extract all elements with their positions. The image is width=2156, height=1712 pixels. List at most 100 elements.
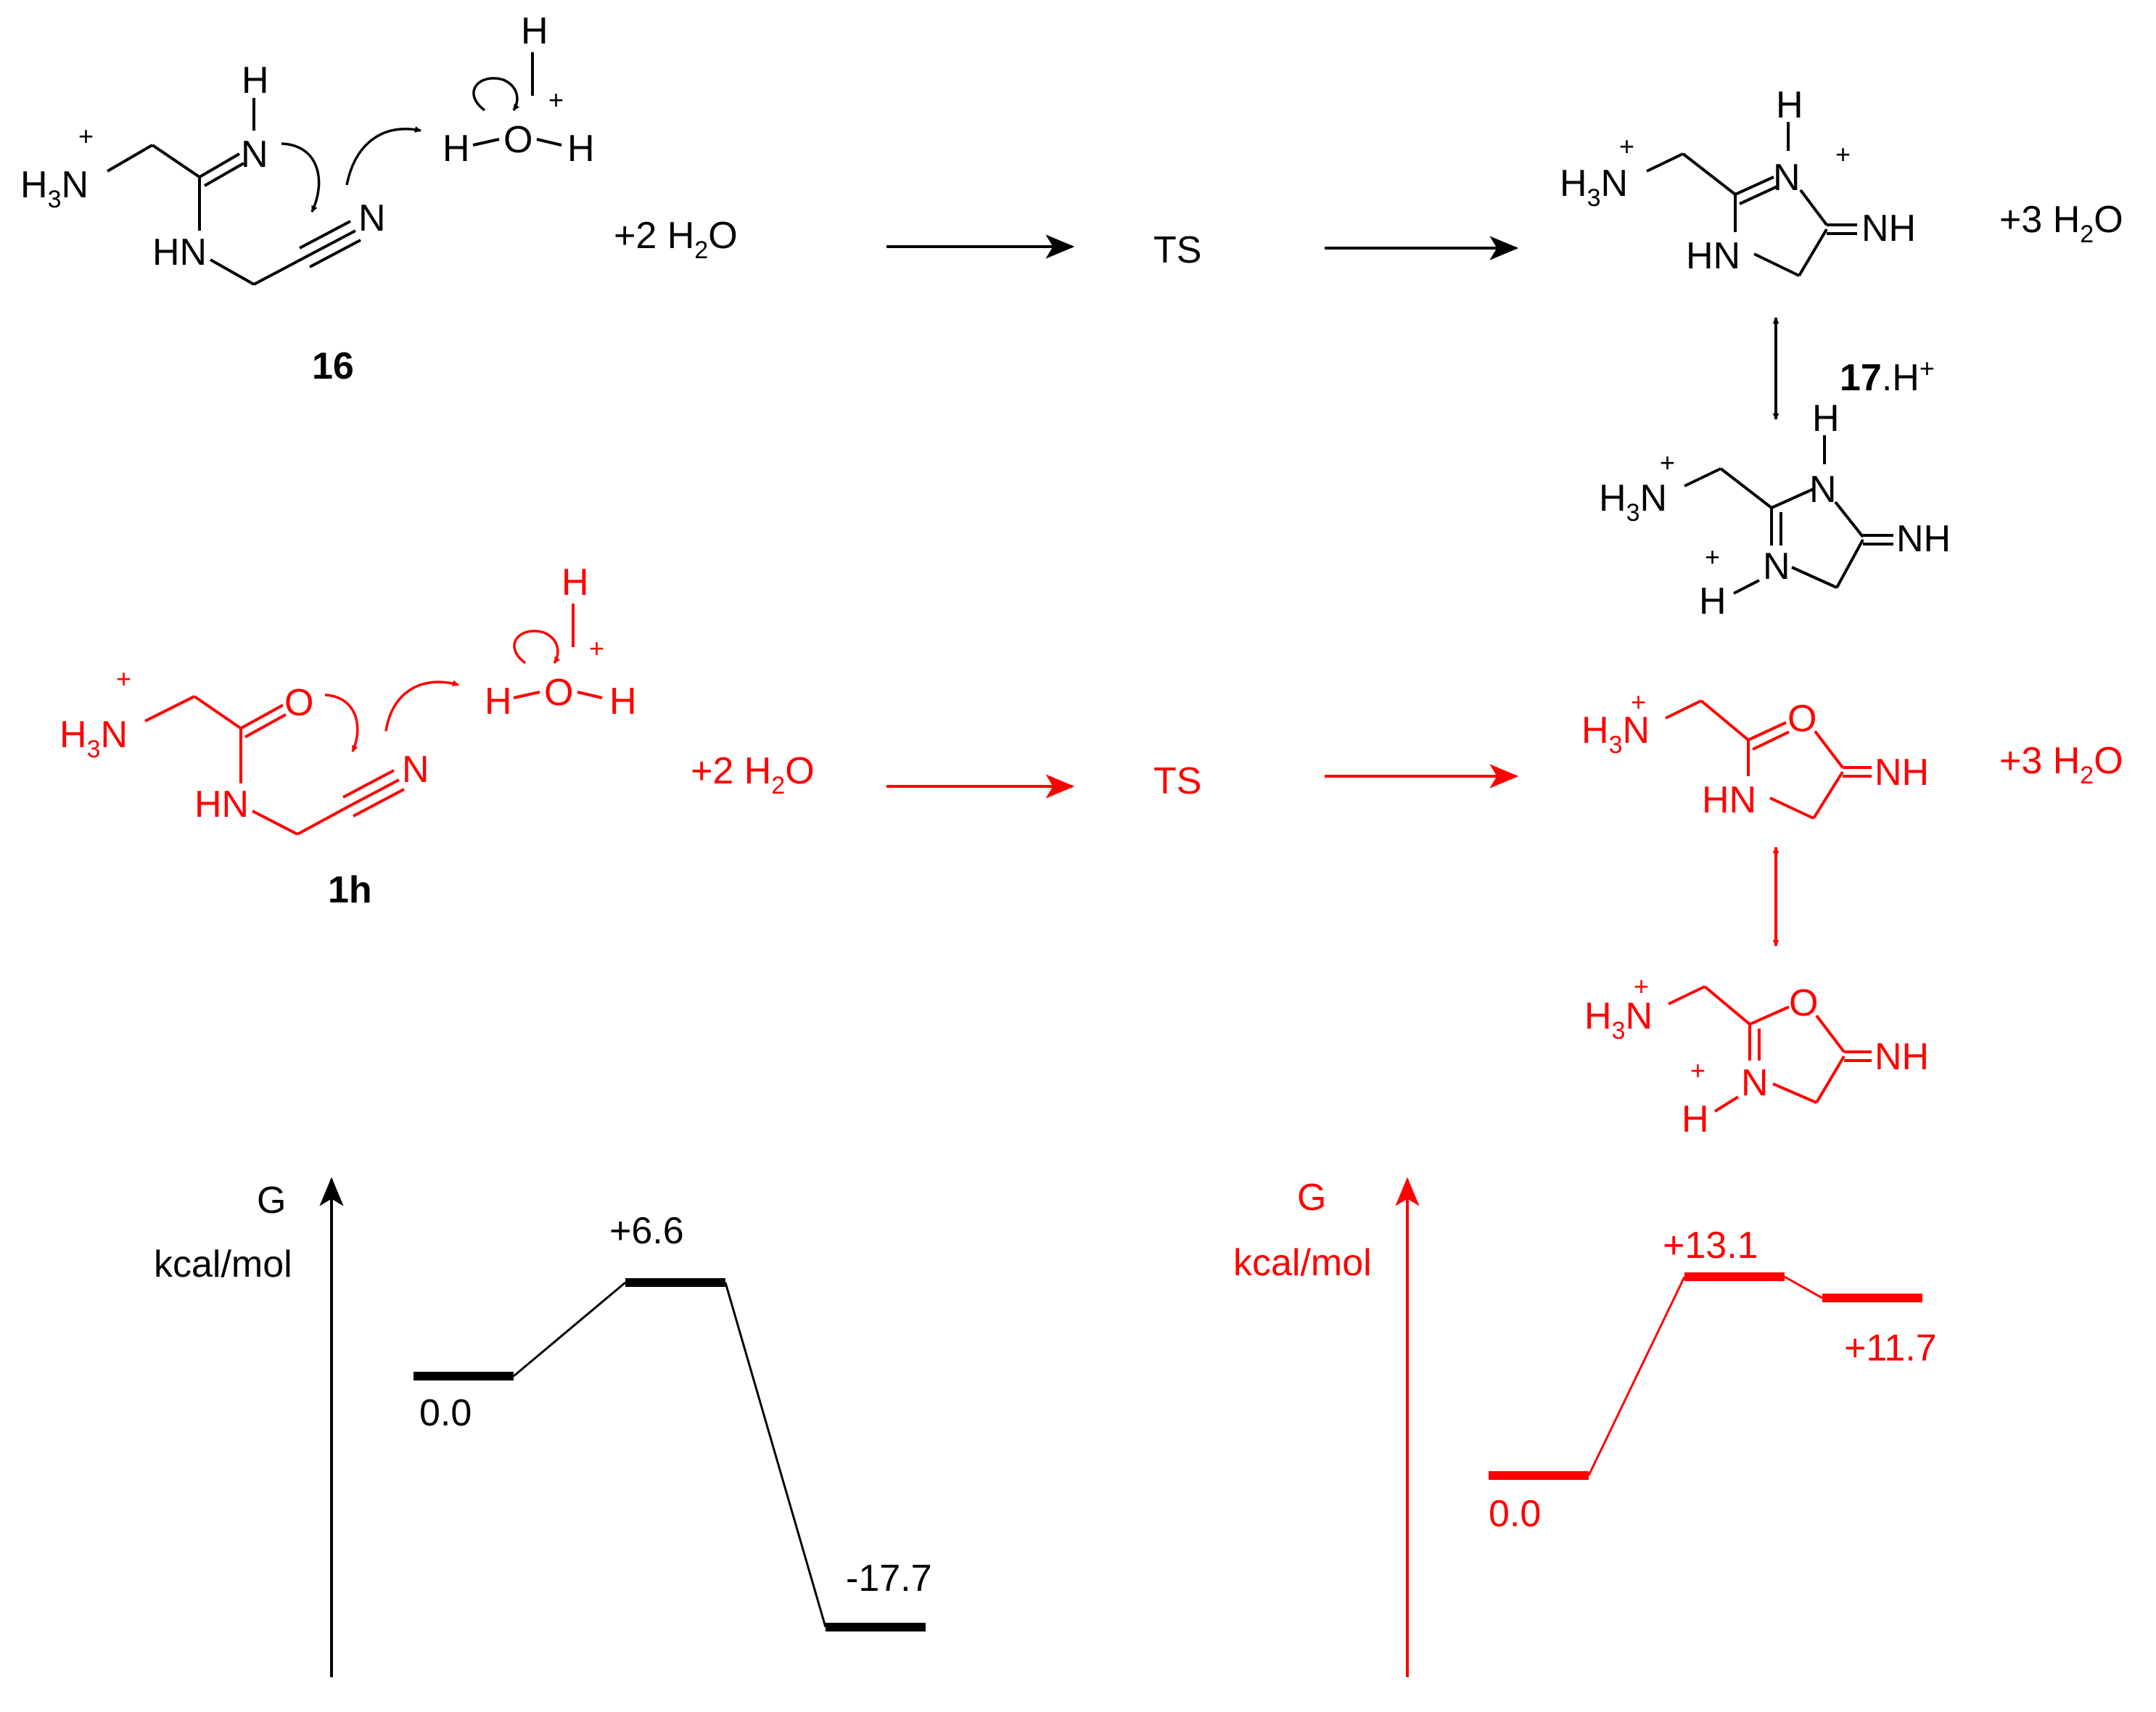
- atom-h: H: [567, 128, 595, 170]
- charge-plus: +: [589, 633, 604, 663]
- bond: [252, 810, 298, 836]
- bond: [1665, 699, 1702, 720]
- curly-arrow: [324, 694, 359, 752]
- bond: [253, 256, 305, 286]
- bond: [1748, 721, 1787, 741]
- atom-nh: NH: [1875, 1036, 1929, 1078]
- charge-plus: +: [1835, 139, 1851, 169]
- atom-h3n: H3N: [1581, 709, 1650, 759]
- energy-value-label: +6.6: [609, 1210, 684, 1252]
- atom-h: H: [561, 561, 589, 604]
- bond: [577, 691, 603, 699]
- atom-o: O: [1789, 982, 1818, 1024]
- energy-marks: 0.0+6.6-17.7: [413, 1210, 932, 1631]
- charge-plus: +: [78, 121, 94, 151]
- energy-axis-label: G: [257, 1180, 286, 1222]
- reactant-label: 16: [312, 345, 354, 387]
- atom-h: H: [242, 59, 269, 102]
- atom-h3n: H3N: [59, 714, 128, 763]
- bond: [297, 805, 349, 836]
- bond: [1735, 176, 1774, 196]
- oxazole-product-resonance-1: + H3N O NH HN: [1581, 687, 1929, 821]
- atom-hn: HN: [194, 783, 249, 826]
- transition-state: TS: [1153, 229, 1201, 271]
- bond: [1772, 1082, 1817, 1104]
- atom-n: N: [1773, 157, 1801, 199]
- bond: [472, 138, 500, 147]
- product-17-resonance-1: + H3N N H + NH HN: [1560, 84, 1916, 277]
- bond: [1835, 539, 1864, 588]
- bond: [342, 769, 395, 799]
- atom-hn: HN: [1686, 235, 1740, 277]
- atom-h: H: [485, 680, 512, 723]
- energy-profile-black: G kcal/mol 0.0+6.6-17.7: [154, 1177, 932, 1677]
- atom-n: N: [1741, 1062, 1769, 1104]
- bond: [1812, 770, 1844, 820]
- transition-state: TS: [1153, 760, 1201, 802]
- curly-arrow: [281, 142, 321, 213]
- product-label: 17.H+: [1840, 353, 1935, 399]
- atom-h: H: [1682, 1098, 1709, 1140]
- product-17-resonance-2: + H3N N H NH N + H: [1599, 398, 1951, 622]
- charge-plus: +: [1619, 131, 1634, 161]
- bond: [1834, 501, 1864, 538]
- bond: [1798, 228, 1828, 277]
- bond: [513, 691, 540, 699]
- atom-o: O: [503, 119, 532, 161]
- bond: [1733, 579, 1760, 595]
- top-reaction: + H3N N H HN N 16 H + H: [20, 10, 2123, 622]
- bond: [240, 704, 284, 730]
- atom-h: H: [443, 128, 470, 170]
- bond: [1799, 189, 1828, 226]
- byproduct: +3 H2O: [1999, 199, 2123, 248]
- atom-h3n: H3N: [1599, 477, 1667, 527]
- atom-o: O: [1787, 698, 1816, 740]
- hydronium: H + H O H: [443, 10, 595, 170]
- energy-axis-unit: kcal/mol: [154, 1243, 292, 1285]
- bond: [144, 695, 195, 723]
- charge-plus: +: [1705, 542, 1720, 572]
- charge-plus: +: [1634, 971, 1649, 1001]
- bond: [353, 788, 405, 818]
- atom-n: N: [1809, 469, 1837, 511]
- oxazole-product-resonance-2: + H3N O NH N + H: [1584, 971, 1929, 1140]
- atom-h: H: [521, 10, 548, 52]
- bond: [1646, 152, 1684, 173]
- atom-o: O: [544, 672, 573, 714]
- bond: [1700, 699, 1750, 741]
- atom-n: N: [1763, 546, 1790, 588]
- bond: [1791, 566, 1838, 589]
- charge-plus: +: [1631, 687, 1646, 717]
- atom-n: N: [241, 133, 268, 176]
- bond: [309, 239, 361, 268]
- energy-axis-label: G: [1297, 1177, 1326, 1219]
- atom-h: H: [1776, 84, 1803, 126]
- atom-nh: NH: [1861, 207, 1916, 250]
- bond: [151, 144, 201, 178]
- bond: [304, 229, 356, 259]
- water-reagent: +2 H2O: [691, 750, 815, 799]
- energy-connector-1: [724, 1282, 827, 1628]
- energy-connector-0: [1587, 1276, 1686, 1476]
- atom-n: N: [402, 749, 429, 791]
- charge-plus: +: [548, 85, 564, 115]
- atom-hn: HN: [1702, 779, 1756, 821]
- bond: [1684, 467, 1721, 487]
- bond: [1815, 1055, 1846, 1104]
- bond: [210, 258, 255, 286]
- reactant-label: 1h: [328, 869, 372, 911]
- energy-connector-0: [513, 1281, 626, 1378]
- atom-h: H: [1812, 398, 1840, 440]
- bond: [193, 695, 242, 730]
- bond: [1771, 487, 1814, 509]
- atom-h: H: [1699, 580, 1727, 622]
- atom-h: H: [609, 680, 637, 723]
- atom-h3n: H3N: [1584, 995, 1653, 1045]
- bond: [1815, 1014, 1846, 1053]
- byproduct: +3 H2O: [1999, 740, 2123, 789]
- bond: [1752, 731, 1790, 751]
- bond: [1769, 797, 1814, 820]
- bond: [204, 162, 244, 187]
- bond: [347, 778, 400, 808]
